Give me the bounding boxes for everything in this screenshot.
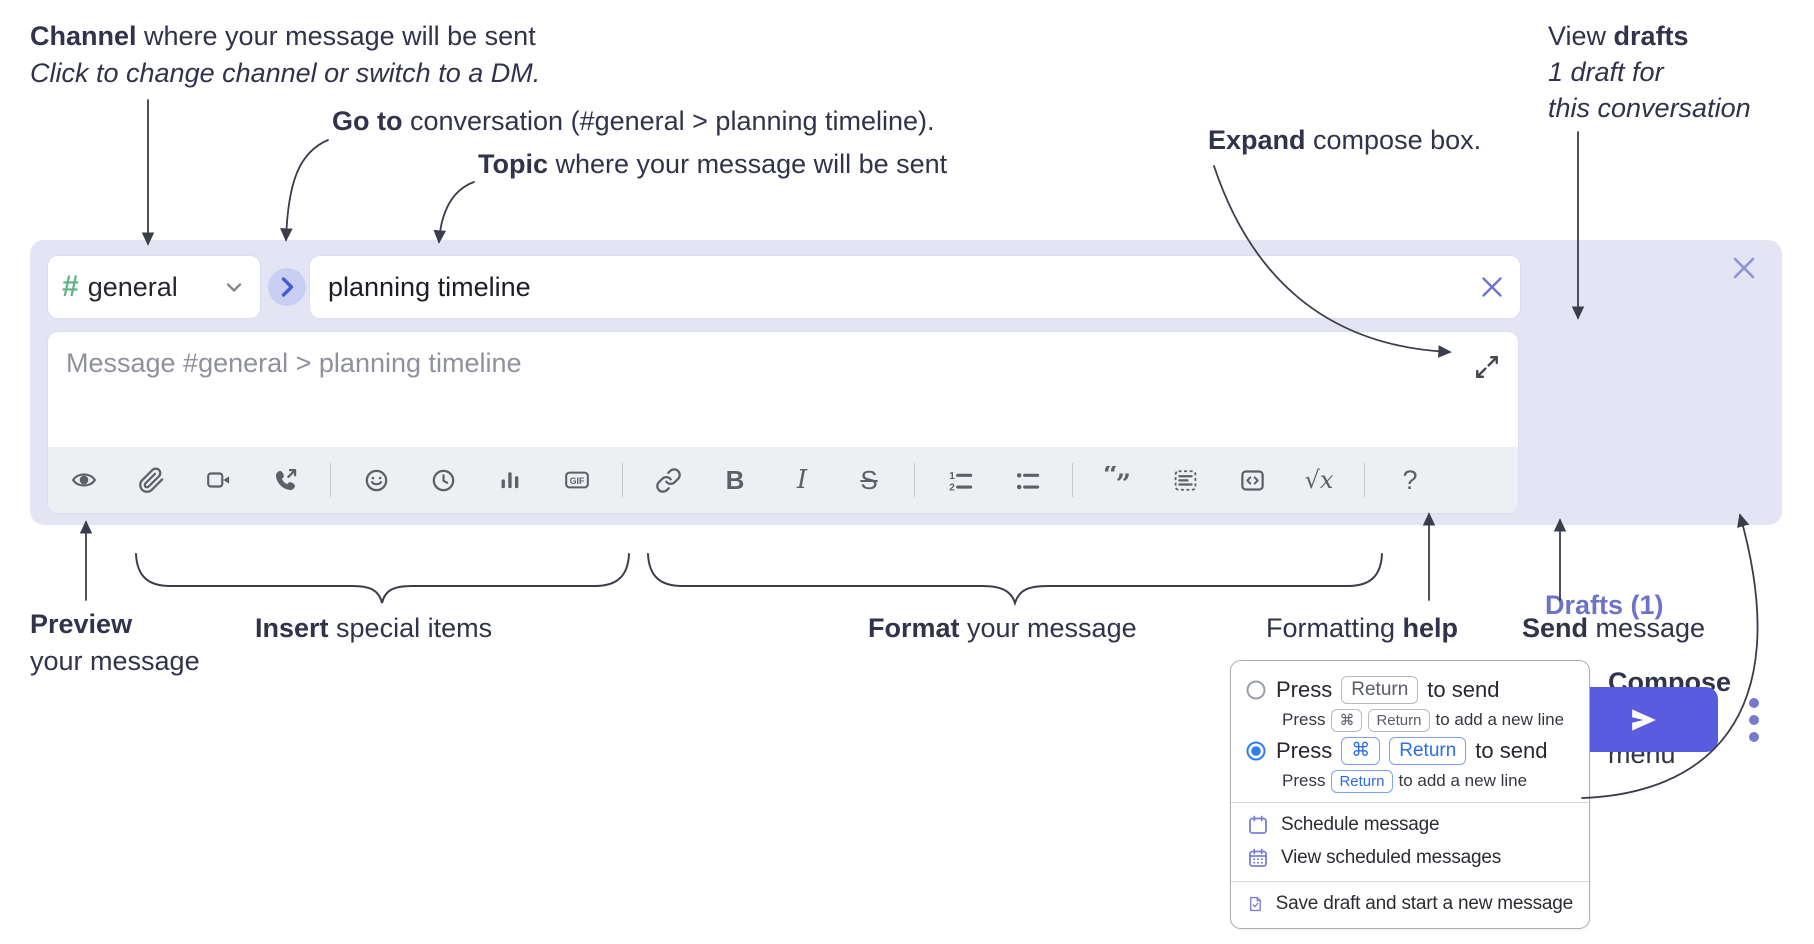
option-cmd-return-sub: Press Return to add a new line	[1231, 767, 1589, 795]
chevron-right-icon	[281, 277, 294, 297]
draft-document-icon	[1250, 896, 1261, 911]
menu-item-schedule-message[interactable]: Schedule message	[1231, 808, 1589, 841]
calendar-icon	[1249, 815, 1267, 834]
goto-annotation: Go to conversation (#general > planning …	[332, 106, 935, 136]
return-keycap: Return	[1331, 769, 1393, 793]
formatting-help-icon[interactable]: ?	[1388, 458, 1432, 502]
goto-conversation-button[interactable]	[268, 268, 306, 306]
italic-icon[interactable]: I	[780, 458, 824, 502]
insert-brace	[135, 553, 630, 604]
video-icon[interactable]	[196, 458, 240, 502]
expand-annotation: Expand compose box.	[1208, 125, 1482, 155]
channel-annotation: Channel where your message will be sent …	[30, 18, 540, 92]
audio-call-icon[interactable]	[263, 458, 307, 502]
channel-hash-icon: #	[62, 270, 79, 303]
return-keycap: Return	[1341, 675, 1419, 704]
close-icon	[1733, 257, 1755, 279]
topic-input[interactable]	[310, 271, 1470, 303]
inline-code-icon[interactable]	[1230, 458, 1274, 502]
preview-annotation: Preview your message	[30, 609, 200, 676]
menu-item-save-draft[interactable]: Save draft and start a new message	[1231, 887, 1589, 920]
toolbar-divider	[1364, 463, 1365, 497]
drafts-link[interactable]: Drafts (1)	[1545, 590, 1664, 620]
goto-arrow	[280, 139, 329, 242]
toolbar-divider	[330, 463, 331, 497]
compose-options-popup: Press Return to send Press ⌘ Return to a…	[1230, 660, 1590, 929]
toolbar-divider	[622, 463, 623, 497]
clock-icon[interactable]	[421, 458, 465, 502]
calendar-grid-icon	[1249, 848, 1267, 867]
toolbar-divider	[914, 463, 915, 497]
attach-paperclip-icon[interactable]	[129, 458, 173, 502]
send-plane-icon	[1632, 708, 1656, 731]
radio-selected-icon	[1246, 741, 1266, 760]
gif-icon[interactable]: GIF	[555, 458, 599, 502]
poll-chart-icon[interactable]	[488, 458, 532, 502]
option-return-to-send[interactable]: Press Return to send	[1231, 673, 1589, 706]
menu-item-view-scheduled[interactable]: View scheduled messages	[1231, 841, 1589, 874]
bullet-list-icon[interactable]	[1005, 458, 1049, 502]
channel-annotation-rest: where your message will be sent	[136, 21, 536, 51]
return-keycap: Return	[1368, 708, 1430, 732]
code-block-icon[interactable]	[1163, 458, 1207, 502]
expand-compose-icon[interactable]	[1470, 350, 1504, 384]
format-brace	[647, 553, 1383, 607]
format-annotation: Format your message	[868, 613, 1137, 643]
emoji-icon[interactable]	[354, 458, 398, 502]
cmd-keycap: ⌘	[1331, 708, 1363, 732]
svg-text:1: 1	[949, 470, 955, 481]
blockquote-icon[interactable]: “”	[1096, 458, 1140, 502]
channel-annotation-bold: Channel	[30, 21, 137, 51]
clear-topic-icon[interactable]	[1470, 265, 1514, 309]
message-input[interactable]	[48, 332, 1518, 444]
formula-icon[interactable]: √x	[1297, 458, 1341, 502]
bold-icon[interactable]: B	[713, 458, 757, 502]
strikethrough-icon[interactable]: S	[847, 458, 891, 502]
channel-name: general	[87, 271, 178, 302]
option-cmd-return-to-send[interactable]: Press ⌘ Return to send	[1231, 734, 1589, 767]
formatting-help-annotation: Formatting help	[1266, 613, 1459, 643]
channel-selector[interactable]: # general	[48, 256, 260, 318]
message-compose-area: GIF B I S 12 “”	[48, 332, 1518, 513]
radio-unselected-icon	[1246, 680, 1266, 699]
return-keycap: Return	[1389, 736, 1467, 765]
link-icon[interactable]	[646, 458, 690, 502]
channel-annotation-sub: Click to change channel or switch to a D…	[30, 58, 541, 88]
popup-divider	[1231, 881, 1589, 882]
svg-text:2: 2	[949, 482, 955, 493]
option-return-sub: Press ⌘ Return to add a new line	[1231, 706, 1589, 734]
insert-annotation: Insert special items	[255, 613, 493, 643]
view-drafts-annotation: View drafts 1 draft for this conversatio…	[1548, 21, 1751, 123]
compose-box: # general	[30, 240, 1782, 752]
cmd-keycap: ⌘	[1341, 736, 1381, 765]
topic-annotation: Topic where your message will be sent	[478, 149, 948, 179]
chevron-down-icon	[222, 275, 246, 299]
toolbar-divider	[1072, 463, 1073, 497]
compose-options-kebab-icon[interactable]	[1735, 690, 1773, 750]
svg-text:“: “	[1103, 466, 1118, 490]
topic-field	[310, 256, 1520, 318]
popup-divider	[1231, 802, 1589, 803]
send-button[interactable]	[1570, 687, 1718, 752]
svg-text:GIF: GIF	[570, 476, 585, 486]
topic-arrow	[433, 181, 475, 244]
svg-text:”: ”	[1116, 469, 1131, 494]
preview-eye-icon[interactable]	[62, 458, 106, 502]
close-compose-icon[interactable]	[1722, 246, 1766, 290]
